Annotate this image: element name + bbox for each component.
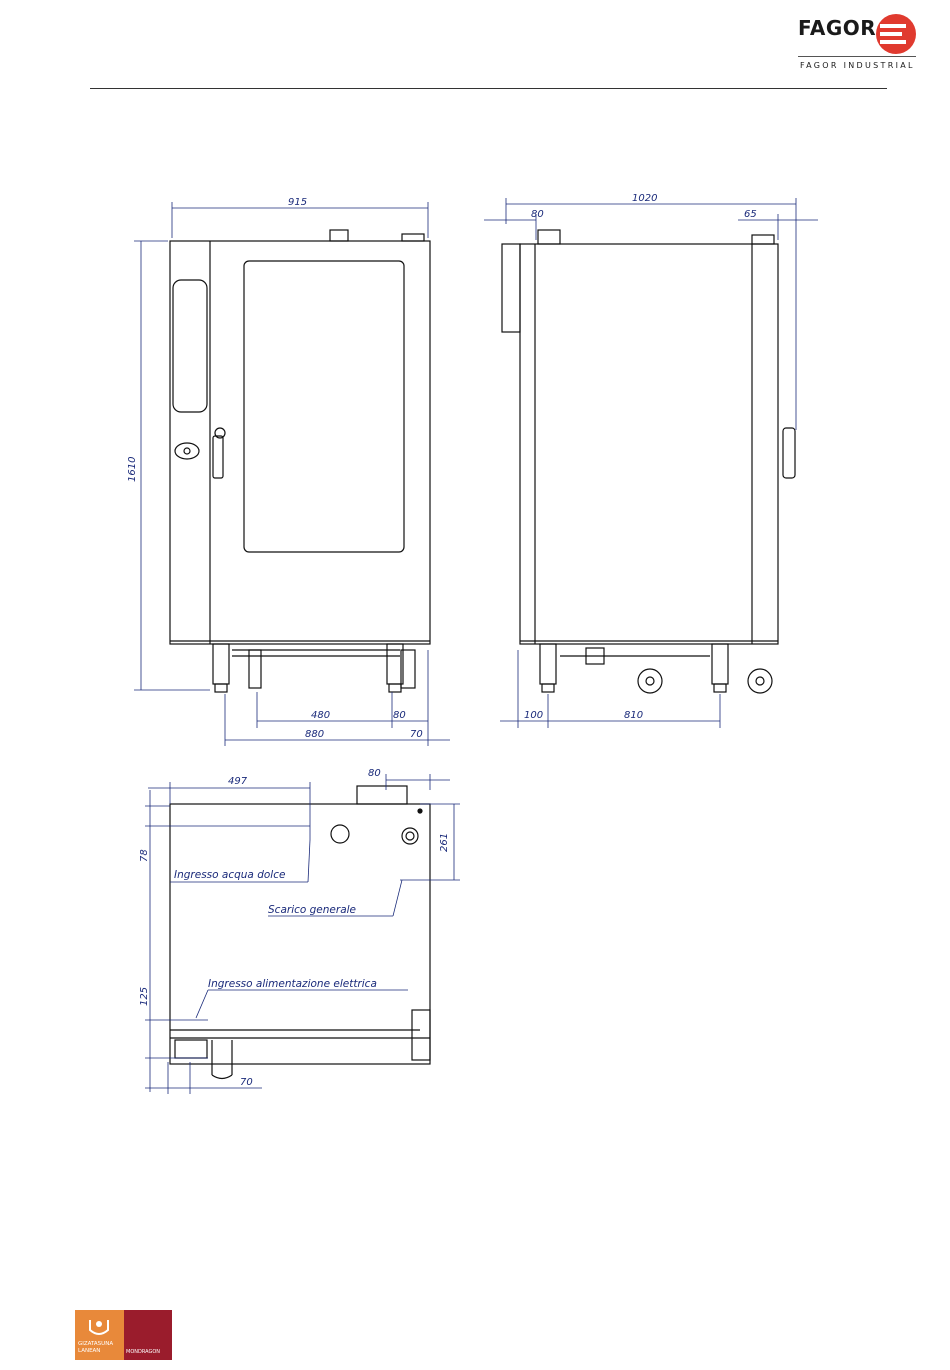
plan-drain-depth-dim: 261 <box>439 833 450 852</box>
front-view <box>170 230 430 692</box>
front-leg-spacing-dim: 480 <box>311 710 330 721</box>
side-handle <box>783 428 795 478</box>
front-window <box>244 261 404 552</box>
front-top-vent <box>330 230 348 241</box>
side-front-leg-dim: 100 <box>524 710 543 721</box>
front-handle <box>213 436 223 478</box>
plan-power-side-dim: 70 <box>240 1077 253 1088</box>
side-body <box>520 244 778 644</box>
group-badge: MONDRAGON <box>124 1310 172 1360</box>
plan-power-depth-dim: 125 <box>139 987 150 1006</box>
plan-drain-port <box>402 828 418 844</box>
plan-view <box>170 786 430 1079</box>
plan-fan <box>331 825 349 843</box>
coop-figure-icon <box>87 1316 111 1338</box>
side-front-panel <box>502 244 520 332</box>
plan-inlet-dim: 497 <box>228 776 248 787</box>
group-name: MONDRAGON <box>126 1349 160 1355</box>
plan-corner-fitting <box>412 1010 430 1060</box>
plan-drain-offset-dim: 80 <box>368 768 381 779</box>
coop-badge: GIZATASUNA LANEAN <box>75 1310 124 1360</box>
front-leg-offset-dim: 80 <box>393 710 406 721</box>
front-overhang-dim: 70 <box>410 729 423 740</box>
side-depth-dim: 1020 <box>632 193 657 204</box>
front-width-dim: 915 <box>288 197 307 208</box>
front-leg-total-dim: 880 <box>305 729 324 740</box>
plan-body <box>170 804 430 1064</box>
side-view <box>502 230 795 693</box>
side-left-offset-dim: 80 <box>531 209 544 220</box>
water-inlet-label: Ingresso acqua dolce <box>174 869 285 881</box>
side-castor-rear <box>748 669 772 693</box>
coop-line2: LANEAN <box>78 1348 100 1354</box>
front-body <box>170 241 430 644</box>
side-leg-spacing-dim: 810 <box>624 710 643 721</box>
mondragon-logo: GIZATASUNA LANEAN MONDRAGON <box>75 1310 172 1360</box>
front-height-dim: 1610 <box>127 457 138 482</box>
plan-water-depth-dim: 78 <box>139 849 150 862</box>
side-right-offset-dim: 65 <box>744 209 757 220</box>
side-castor-front <box>638 669 662 693</box>
coop-line1: GIZATASUNA <box>78 1341 113 1347</box>
drain-label: Scarico generale <box>268 904 356 916</box>
front-knob <box>175 443 199 459</box>
power-inlet-label: Ingresso alimentazione elettrica <box>208 978 377 990</box>
front-display <box>173 280 207 412</box>
